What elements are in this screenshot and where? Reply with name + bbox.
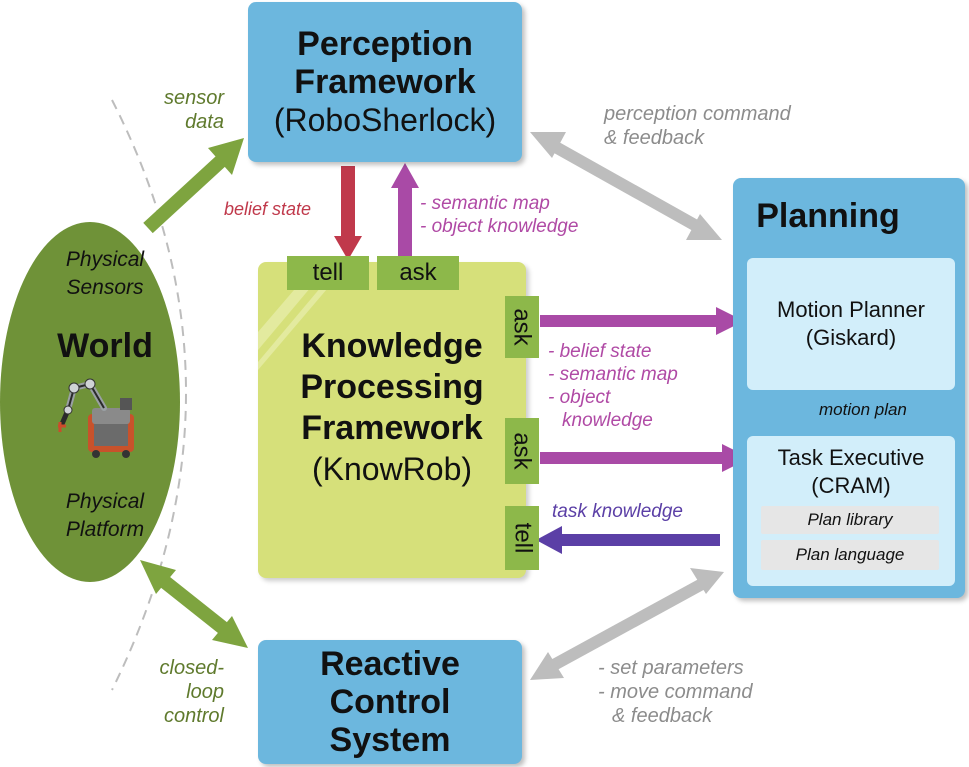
reactive-title-line2: Control [329, 683, 451, 721]
reactive-title-line3: System [329, 721, 451, 759]
sensor-data-line2: data [185, 111, 224, 133]
world-title: World [57, 327, 153, 365]
task-knowledge-arrow [536, 526, 720, 554]
set-params-line2: - move command [598, 681, 753, 703]
plan-library: Plan library [761, 506, 939, 534]
ask-tag-right-2-label: ask [509, 432, 537, 470]
planning-title: Planning [756, 197, 900, 235]
ask-knowledge-list: - belief state - semantic map - object k… [548, 340, 678, 432]
closed-loop-line3: control [163, 705, 224, 727]
robot-image [58, 378, 134, 458]
physical-platform-line1: Physical [65, 490, 145, 513]
belief-state-label: belief state [224, 199, 312, 219]
closed-loop-label: closed- loop control [136, 656, 224, 728]
knowledge-title-line3: Framework [301, 409, 483, 447]
reactive-title-line1: Reactive [320, 645, 460, 683]
task-executive-line2: (CRAM) [811, 473, 891, 498]
knowledge-subtitle: (KnowRob) [311, 451, 473, 487]
ask-task-executive-arrow [540, 444, 750, 472]
semantic-map-line1: - semantic map [420, 193, 550, 214]
perception-title-line2: Framework [294, 63, 476, 101]
semantic-map-arrow [391, 163, 419, 256]
reactive-control-arrow [530, 568, 724, 680]
world-boundary-arc [111, 99, 187, 691]
motion-planner-line1: Motion Planner [777, 297, 925, 322]
set-parameters-label: - set parameters - move command & feedba… [598, 656, 753, 728]
physical-sensors-label: Physical Sensors [30, 246, 180, 302]
task-executive-box: Task Executive (CRAM) Plan library Plan … [747, 436, 955, 586]
knowledge-processing-box: Knowledge Processing Framework (KnowRob) [258, 262, 526, 578]
physical-sensors-line2: Sensors [66, 276, 144, 299]
ask-tag-right-1: ask [505, 296, 539, 358]
reactive-control-box: Reactive Control System [258, 640, 522, 764]
semantic-map-line2: - object knowledge [420, 216, 579, 237]
ask-motion-planner-arrow [540, 307, 744, 335]
set-params-line1: - set parameters [598, 657, 744, 679]
semantic-map-label: - semantic map - object knowledge [420, 192, 578, 238]
planning-box: Planning Motion Planner (Giskard) motion… [733, 178, 965, 598]
ask-tag-right-1-label: ask [509, 308, 537, 346]
physical-sensors-line1: Physical [65, 248, 145, 271]
tell-tag-right: tell [505, 506, 539, 570]
task-knowledge-label: task knowledge [552, 501, 683, 522]
plan-language: Plan language [761, 540, 939, 570]
set-params-line3: & feedback [612, 705, 713, 727]
ask-tag-right-2: ask [505, 418, 539, 484]
perception-command-line2: & feedback [604, 127, 705, 149]
tell-tag-right-label: tell [509, 522, 536, 554]
tell-tag-top: tell [287, 256, 369, 290]
motion-planner-box: Motion Planner (Giskard) [747, 258, 955, 390]
perception-framework-box: Perception Framework (RoboSherlock) [248, 2, 522, 162]
world-ellipse [0, 222, 180, 582]
ask-list-line3: - object [548, 387, 611, 408]
ask-tag-top: ask [377, 256, 459, 290]
closed-loop-control-arrow [140, 560, 248, 648]
sensor-data-line1: sensor [163, 87, 224, 109]
perception-command-arrow [530, 132, 722, 240]
perception-command-line1: perception command [604, 103, 791, 125]
sensor-data-label: sensor data [152, 86, 224, 134]
task-executive-line1: Task Executive [777, 445, 925, 470]
knowledge-title-line1: Knowledge [301, 327, 483, 365]
belief-state-arrow [334, 166, 362, 260]
physical-platform-label: Physical Platform [30, 488, 180, 544]
motion-planner-line2: (Giskard) [805, 325, 897, 350]
closed-loop-line1: closed- [159, 657, 224, 679]
perception-subtitle: (RoboSherlock) [273, 102, 497, 138]
motion-plan-label: motion plan [819, 400, 907, 419]
perception-title-line1: Perception [297, 25, 473, 63]
sensor-data-arrow [143, 138, 244, 234]
ask-list-line4: knowledge [562, 410, 653, 431]
physical-platform-line2: Platform [65, 518, 145, 541]
ask-list-line1: - belief state [548, 341, 652, 362]
perception-command-label: perception command & feedback [604, 102, 791, 150]
knowledge-title-line2: Processing [300, 368, 484, 406]
closed-loop-line2: loop [186, 681, 224, 703]
ask-list-line2: - semantic map [548, 364, 678, 385]
